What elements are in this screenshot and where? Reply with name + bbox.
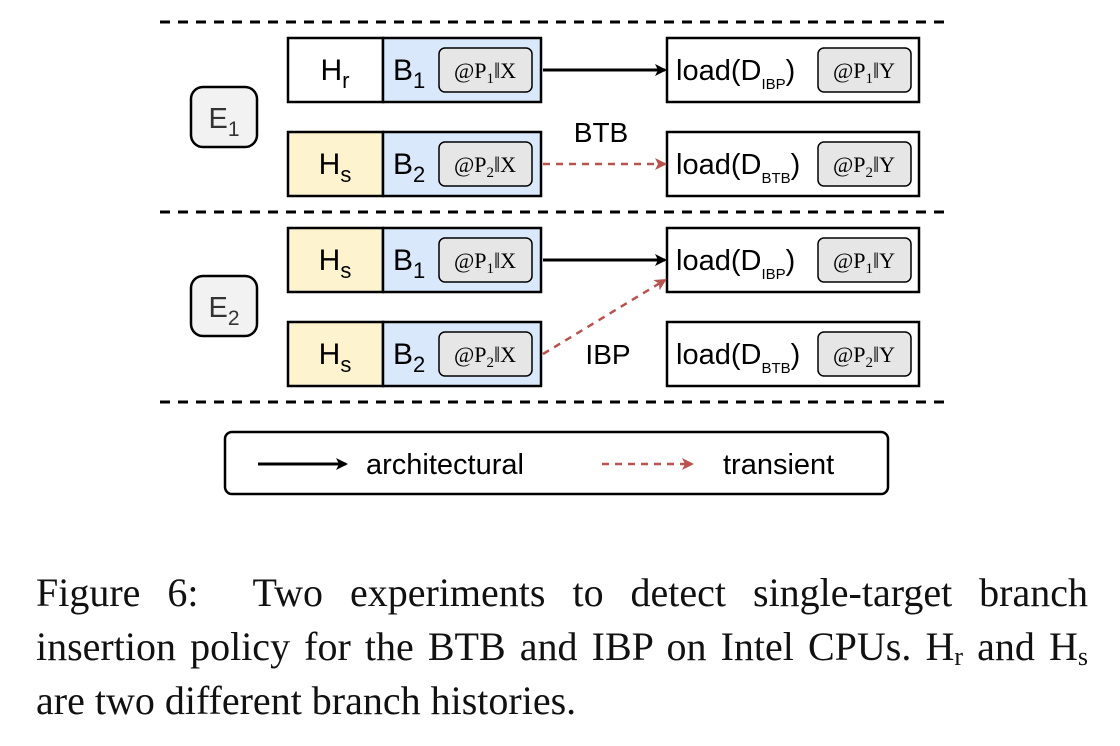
- history-label: Hr: [321, 54, 350, 93]
- target-address-label: @P1‖Y: [833, 248, 895, 277]
- experiment-label: E2: [208, 292, 239, 330]
- target-label: load(DIBP): [676, 245, 795, 283]
- target-address-label: @P2‖Y: [833, 342, 895, 371]
- target-label: load(DIBP): [676, 55, 795, 93]
- arrow-label: IBP: [585, 339, 630, 370]
- history-label: Hs: [319, 338, 352, 377]
- branch-label: B1: [393, 244, 425, 283]
- figure-caption: Figure 6: Two experiments to detect sing…: [36, 566, 1088, 728]
- target-label: load(DBTB): [676, 339, 800, 377]
- caption-sub-r: r: [954, 642, 964, 671]
- transient-arrow: [542, 278, 667, 356]
- legend-box: [223, 430, 890, 496]
- target-address-tag: [817, 331, 912, 377]
- branch-address-tag: [438, 141, 533, 187]
- arrow-label: BTB: [574, 117, 628, 148]
- branch-address-label: @P1‖X: [454, 58, 516, 87]
- caption-text-3: are two different branch histories.: [36, 678, 577, 723]
- branch-address-tag: [438, 331, 533, 377]
- legend: architectural transient: [223, 430, 890, 496]
- experiment-label-box: [189, 85, 259, 149]
- branch-address-label: @P2‖X: [454, 152, 516, 181]
- caption-text-1: Two experiments to detect single-target …: [36, 570, 1089, 669]
- branch-address-tag: [438, 47, 533, 93]
- caption-text-2: and H: [963, 624, 1078, 669]
- target-label: load(DBTB): [676, 149, 800, 187]
- caption-sub-s: s: [1077, 642, 1088, 671]
- target-address-label: @P1‖Y: [833, 58, 895, 87]
- branch-address-tag: [438, 237, 533, 283]
- branch-address-label: @P2‖X: [454, 342, 516, 371]
- target-address-tag: [817, 47, 912, 93]
- target-address-tag: [817, 141, 912, 187]
- history-cell: [286, 36, 385, 104]
- history-label: Hs: [319, 244, 352, 283]
- experiment-label-box: [189, 274, 259, 338]
- target-address-label: @P2‖Y: [833, 152, 895, 181]
- history-cell: [286, 130, 385, 198]
- experiment-label: E1: [208, 103, 239, 141]
- legend-architectural-label: architectural: [366, 449, 524, 481]
- branch-address-label: @P1‖X: [454, 248, 516, 277]
- branch-label: B2: [393, 338, 425, 377]
- target-address-tag: [817, 237, 912, 283]
- branch-label: B2: [393, 148, 425, 187]
- caption-figure-label: Figure 6:: [36, 570, 199, 615]
- history-label: Hs: [319, 148, 352, 187]
- branch-label: B1: [393, 54, 425, 93]
- legend-transient-label: transient: [723, 449, 834, 481]
